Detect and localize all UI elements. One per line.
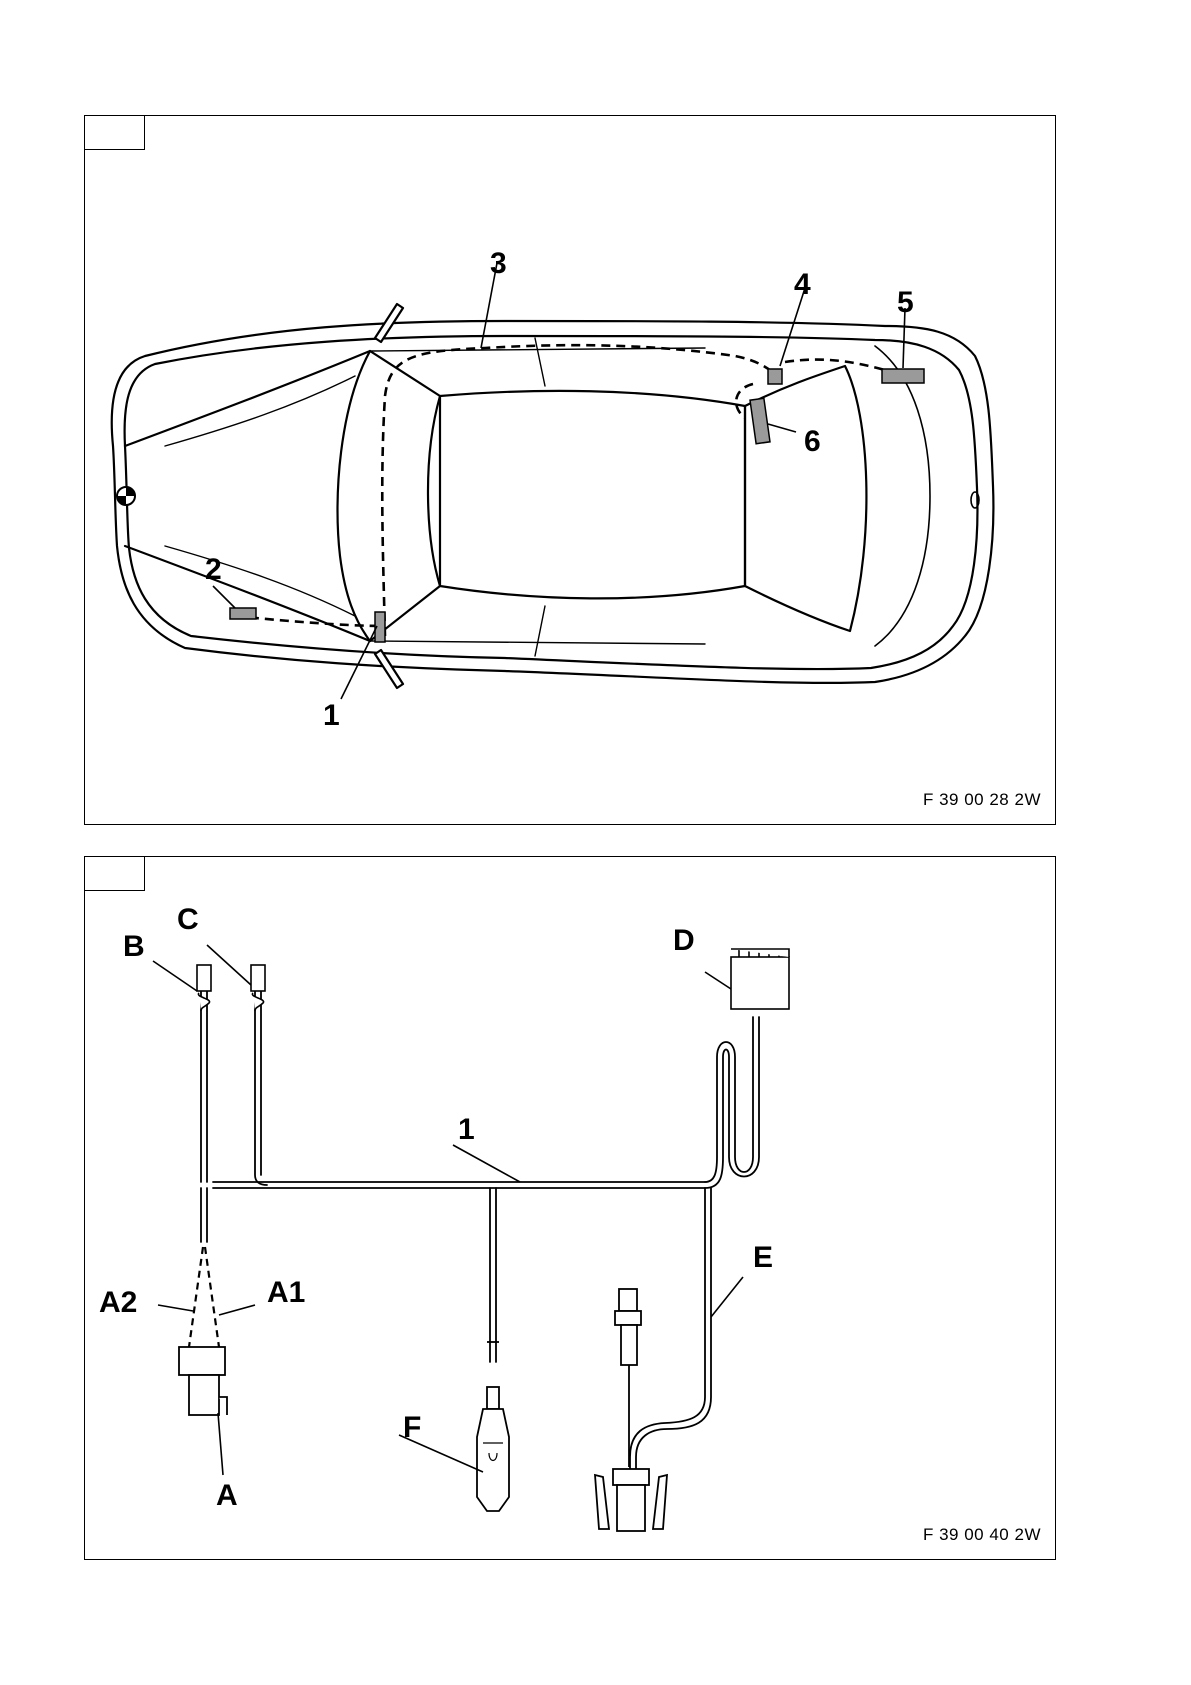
branch-a-cable (201, 1188, 207, 1242)
connector-b (197, 965, 211, 1011)
connector-e (595, 1289, 667, 1531)
callout-a: A (216, 1479, 238, 1512)
callout-c: C (177, 903, 199, 936)
leader-e (711, 1277, 743, 1317)
figure-code: F 39 00 40 2W (923, 1525, 1041, 1545)
windshield (338, 351, 440, 641)
leader-d (705, 972, 731, 989)
connector-c (251, 965, 265, 1011)
wiring-route-main (382, 345, 775, 636)
component-4 (768, 369, 782, 384)
callout-a1: A1 (267, 1276, 305, 1309)
component-5 (882, 369, 924, 383)
lead-a2 (189, 1247, 203, 1347)
trunk-lid (875, 346, 930, 646)
vehicle-top-view-diagram: 3 4 5 6 2 1 (85, 116, 1057, 826)
hood-line-upper (125, 351, 370, 446)
wiring-harness-panel: B C D 1 E A2 A1 A F F 39 00 40 2W (84, 856, 1056, 1560)
door-split-lower (535, 606, 545, 656)
callout-d: D (673, 924, 695, 957)
callout-2: 2 (205, 553, 222, 586)
leader-2 (213, 586, 235, 608)
roof (440, 391, 745, 599)
connector-a (179, 1347, 227, 1415)
callout-3: 3 (490, 247, 507, 280)
branch-f-cable (490, 1188, 496, 1362)
wiring-harness-diagram: B C D 1 E A2 A1 A F (85, 857, 1057, 1561)
figure-code: F 39 00 28 2W (923, 790, 1041, 810)
callout-6: 6 (804, 425, 821, 458)
leader-a1 (219, 1305, 255, 1315)
callout-5: 5 (897, 286, 914, 319)
mirror-right (375, 650, 403, 688)
callout-1: 1 (323, 699, 340, 732)
leader-a2 (158, 1305, 193, 1311)
emblem-icon (117, 487, 135, 505)
hood-crease-upper (165, 376, 355, 446)
callout-e: E (753, 1241, 773, 1274)
callout-a2: A2 (99, 1286, 137, 1319)
hood-line-lower (125, 546, 370, 641)
branch-e-cable (630, 1188, 711, 1472)
callout-f: F (403, 1411, 421, 1444)
leader-1 (453, 1145, 520, 1182)
lead-a1 (205, 1247, 219, 1347)
vehicle-layout-panel: 3 4 5 6 2 1 F 39 00 28 2W (84, 115, 1056, 825)
hood-crease-lower (165, 546, 355, 616)
leader-a (218, 1413, 223, 1475)
leader-6 (768, 424, 796, 432)
callout-1: 1 (458, 1113, 475, 1146)
leader-c (207, 945, 251, 985)
probe-f (477, 1342, 509, 1511)
connector-d (731, 949, 789, 1009)
callout-4: 4 (794, 268, 811, 301)
component-6 (750, 398, 770, 444)
branch-d-cable (705, 1017, 759, 1188)
callout-b: B (123, 930, 145, 963)
car-body-outline (112, 321, 994, 683)
leader-b (153, 961, 197, 991)
component-2 (230, 608, 256, 619)
